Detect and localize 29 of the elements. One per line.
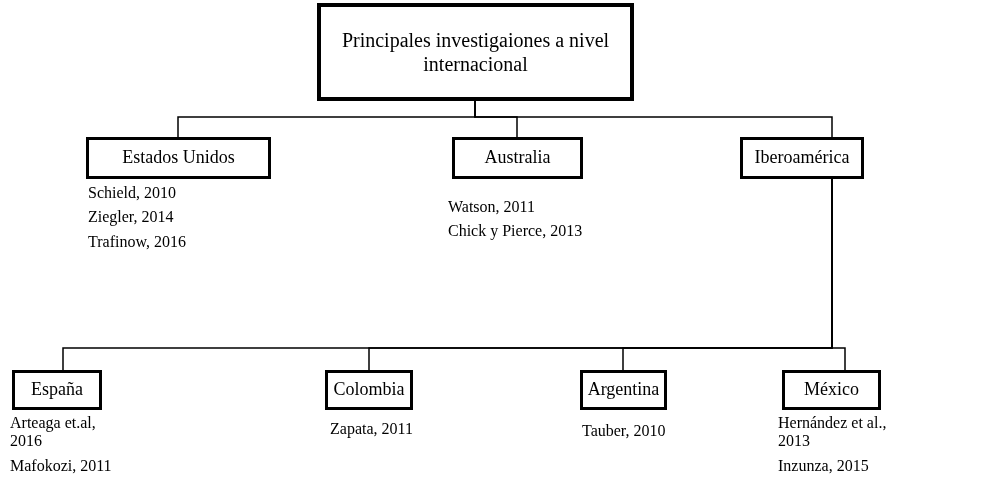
box-label: Principales investigaiones a nivel internacional (340, 28, 611, 76)
category-box (325, 370, 413, 410)
box-label: Estados Unidos (122, 147, 235, 169)
reference-text: Arteaga et.al, 2016 (10, 414, 97, 451)
reference-text: Tauber, 2010 (582, 422, 667, 441)
reference-text: Watson, 2011 (448, 198, 536, 217)
connector-line (474, 100, 833, 138)
reference-text: Inzunza, 2015 (778, 456, 870, 476)
box-label: Argentina (587, 379, 660, 401)
reference-text: Ziegler, 2014 (88, 208, 175, 227)
box-label: España (31, 379, 83, 401)
category-box (12, 370, 102, 410)
box-label: Iberoamérica (754, 147, 850, 169)
connector-line (831, 178, 846, 371)
reference-text: Chick y Pierce, 2013 (448, 222, 584, 241)
box-label: México (804, 379, 859, 401)
category-box (580, 370, 667, 410)
category-box (740, 137, 864, 179)
category-box (452, 137, 583, 179)
reference-text: Trafinow, 2016 (88, 232, 187, 252)
box-label: Colombia (333, 379, 405, 401)
category-box (782, 370, 881, 410)
category-box (317, 3, 634, 101)
reference-text: Schield, 2010 (88, 184, 177, 203)
reference-text: Mafokozi, 2011 (10, 456, 113, 476)
reference-text: Zapata, 2011 (330, 420, 414, 439)
category-box (86, 137, 271, 179)
reference-text: Hernández et al., 2013 (778, 414, 888, 451)
box-label: Australia (484, 147, 551, 169)
